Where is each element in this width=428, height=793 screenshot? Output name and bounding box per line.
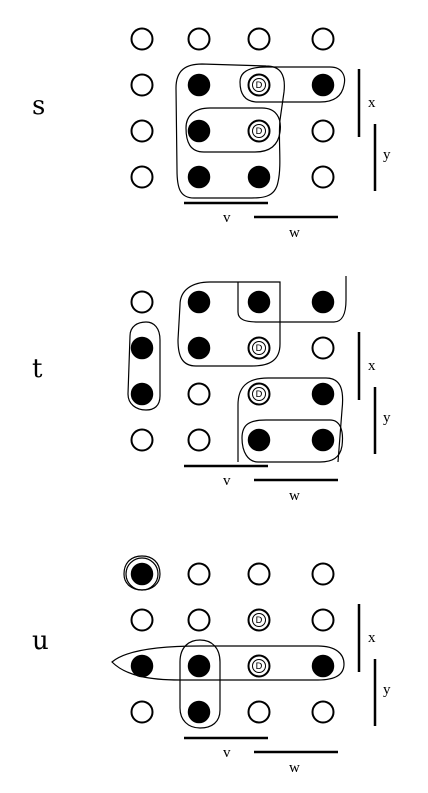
w-range-label: w: [289, 488, 300, 504]
panel-label: u: [32, 626, 49, 656]
empty-dot: [187, 428, 211, 452]
d-marker-label: D: [256, 81, 263, 91]
empty-dot: [130, 73, 154, 97]
empty-dot: [130, 119, 154, 143]
empty-dot: [130, 428, 154, 452]
empty-dot: [311, 119, 335, 143]
d-dot: D: [247, 608, 271, 632]
loop-middle-pair: [185, 107, 281, 153]
filled-dot: [247, 165, 271, 189]
empty-dot: [130, 165, 154, 189]
d-marker-label: D: [256, 127, 263, 137]
empty-dot: [311, 562, 335, 586]
filled-dot: [130, 382, 154, 406]
w-range-label: w: [289, 760, 300, 776]
filled-dot: [130, 336, 154, 360]
v-range-label: v: [223, 210, 231, 226]
empty-dot: [187, 562, 211, 586]
y-range-label: y: [383, 682, 391, 698]
x-range-label: x: [368, 358, 376, 374]
empty-dot: [130, 290, 154, 314]
loop-bottom-pair: [241, 419, 344, 463]
d-dot: D: [247, 119, 271, 143]
filled-dot: [187, 654, 211, 678]
empty-dot: [311, 336, 335, 360]
loop-cluster-left: [175, 63, 285, 199]
empty-dot: [187, 608, 211, 632]
loop-top-row: [239, 66, 346, 103]
x-range-label: x: [368, 95, 376, 111]
filled-dot: [311, 382, 335, 406]
ring-outline: [125, 557, 159, 591]
filled-dot: [187, 165, 211, 189]
empty-dot: [247, 700, 271, 724]
y-range-label: y: [383, 410, 391, 426]
empty-dot: [311, 700, 335, 724]
y-range-label: y: [383, 147, 391, 163]
filled-dot: [311, 290, 335, 314]
v-range-label: v: [223, 745, 231, 761]
empty-dot: [130, 608, 154, 632]
panel-label: t: [32, 354, 43, 384]
d-marker-label: D: [256, 662, 263, 672]
filled-dot: [311, 73, 335, 97]
empty-dot: [130, 27, 154, 51]
loop-horizontal: [111, 645, 345, 681]
loop-top-right: [237, 276, 347, 323]
loop-top-left: [177, 281, 281, 367]
filled-dot: [187, 700, 211, 724]
filled-dot: [187, 73, 211, 97]
d-dot: D: [247, 654, 271, 678]
empty-dot: [130, 700, 154, 724]
empty-dot: [311, 608, 335, 632]
x-range-label: x: [368, 630, 376, 646]
d-dot: D: [247, 336, 271, 360]
loop-left-pair: [127, 321, 161, 411]
empty-dot: [247, 562, 271, 586]
filled-dot: [311, 654, 335, 678]
filled-dot: [187, 119, 211, 143]
filled-dot: [187, 336, 211, 360]
filled-dot: [247, 290, 271, 314]
filled-dot: [187, 290, 211, 314]
empty-dot: [187, 27, 211, 51]
d-marker-label: D: [256, 344, 263, 354]
w-range-label: w: [289, 225, 300, 241]
empty-dot: [311, 27, 335, 51]
ringed-dot: [130, 562, 154, 586]
filled-dot: [247, 428, 271, 452]
d-dot: D: [247, 73, 271, 97]
empty-dot: [311, 165, 335, 189]
empty-dot: [187, 382, 211, 406]
loop-bottom-right-frame: [237, 377, 344, 463]
d-marker-label: D: [256, 616, 263, 626]
d-marker-label: D: [256, 390, 263, 400]
empty-dot: [247, 27, 271, 51]
filled-dot: [130, 654, 154, 678]
loop-vertical-pair: [179, 639, 221, 729]
filled-dot: [311, 428, 335, 452]
d-dot: D: [247, 382, 271, 406]
v-range-label: v: [223, 473, 231, 489]
panel-label: s: [32, 91, 45, 121]
